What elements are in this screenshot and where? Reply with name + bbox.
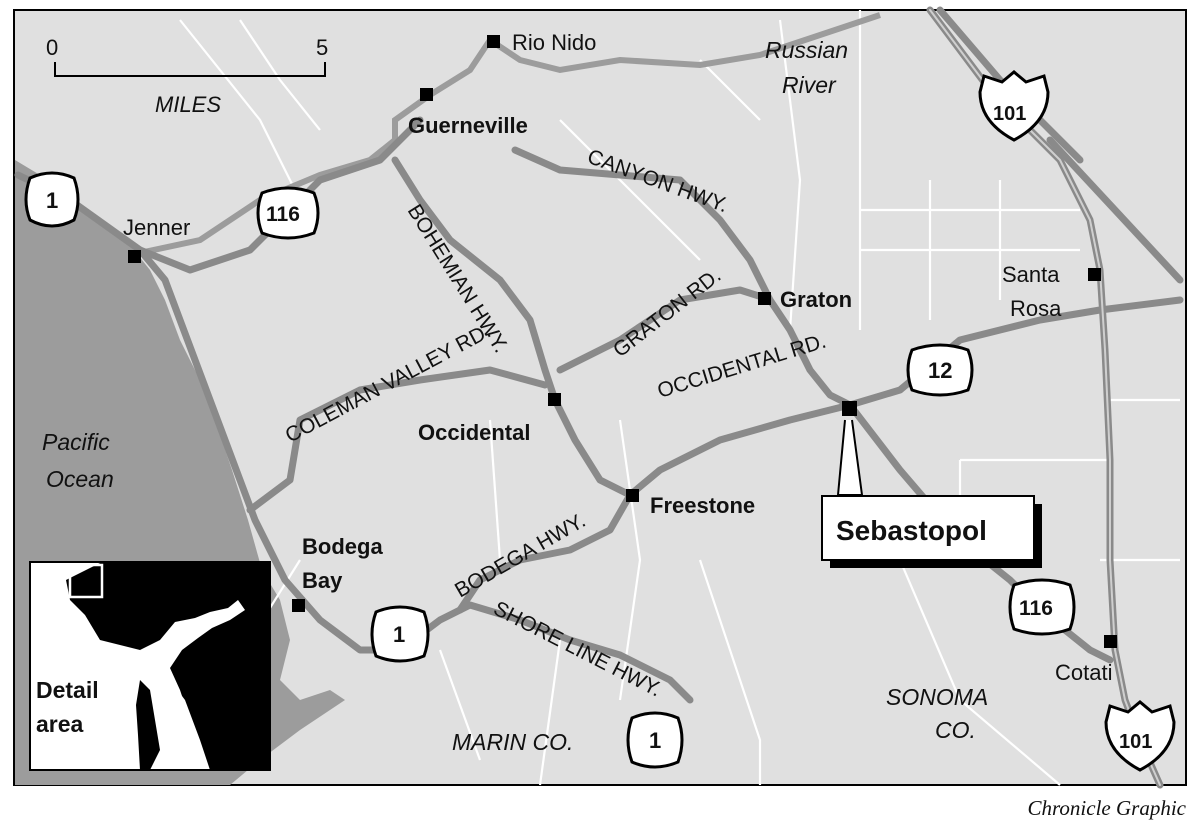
label-guerneville: Guerneville [408,113,528,138]
marker-guerneville [420,88,433,101]
pacific-label-1: Pacific [42,429,110,455]
russian-river [129,12,881,258]
pacific-label-2: Ocean [46,466,114,492]
shield-hwy116-cotati: 116 [1008,578,1076,636]
marker-sebastopol [842,401,857,416]
label-sebastopol: Sebastopol [836,515,987,546]
shield-text: 101 [993,103,1026,125]
marker-santa-rosa [1088,268,1101,281]
marker-freestone [626,489,639,502]
shield-text: 101 [1119,731,1152,753]
river-label-2: River [782,72,837,98]
shield-text: 116 [266,203,300,226]
inset-label-1: Detail [36,677,99,703]
town-markers [128,35,1117,648]
shield-hwy1-bodega: 1 [370,605,430,663]
scale-five: 5 [316,35,328,60]
label-jenner: Jenner [123,215,190,240]
shield-hwy1-jenner: 1 [24,171,80,228]
shield-us101-north: 101 [978,70,1050,142]
shield-text: 12 [928,358,952,383]
sonoma-label-1: SONOMA [886,684,988,710]
label-freestone: Freestone [650,493,755,518]
sonoma-label-2: CO. [935,717,976,743]
major-roads [14,6,1184,789]
marker-bodega-bay [292,599,305,612]
shield-hwy12: 12 [906,343,974,397]
shield-text: 1 [46,188,58,213]
shield-text: 116 [1019,597,1053,620]
label-santa-rosa-1: Santa [1002,262,1060,287]
scale-bar: 0 5 MILES [46,35,328,117]
shield-text: 1 [649,728,661,753]
shield-text: 1 [393,622,405,647]
marker-cotati [1104,635,1117,648]
inset-peninsula [136,680,160,770]
callout-box [821,495,1035,561]
label-bodega-bay-2: Bay [302,568,343,593]
sebastopol-callout: Sebastopol [821,419,1042,568]
inset-label-2: area [36,711,84,737]
credit-label: Chronicle Graphic [1028,796,1187,820]
inset-detail-box [68,563,104,599]
label-bodega-bay-1: Bodega [302,534,383,559]
label-cotati: Cotati [1055,660,1112,685]
scale-unit: MILES [155,92,221,117]
label-occidental: Occidental [418,420,530,445]
scale-line [54,62,326,77]
scale-zero: 0 [46,35,58,60]
shield-hwy116-jenner: 116 [256,186,320,240]
marin-label: MARIN CO. [452,729,573,755]
inset-map: Detail area [29,561,271,771]
shield-hwy1-marin: 1 [626,711,684,769]
label-graton: Graton [780,287,852,312]
marker-jenner [128,250,141,263]
label-rio-nido: Rio Nido [512,30,596,55]
inset-bay [140,600,245,740]
shield-us101-south: 101 [1104,700,1176,772]
marker-occidental [548,393,561,406]
marker-rio-nido [487,35,500,48]
label-santa-rosa-2: Rosa [1010,296,1062,321]
marker-graton [758,292,771,305]
river-label-1: Russian [765,37,848,63]
